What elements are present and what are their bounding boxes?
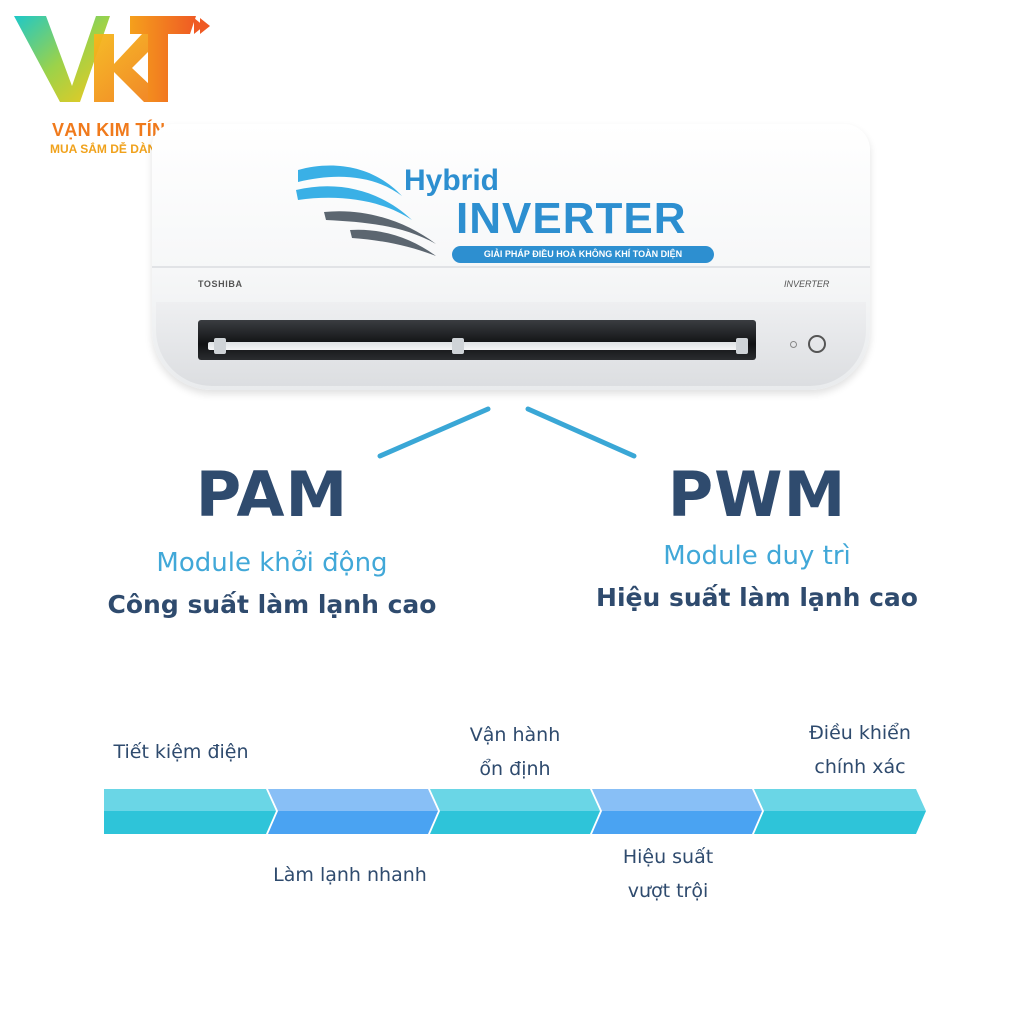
ac-indicator-icon [790,341,797,348]
feature-label-precise-control: Điều khiển chính xác [809,722,911,778]
pwm-subtitle: Module duy trì [663,541,851,571]
feature-segment-1 [104,789,276,834]
connector-line-pwm [525,406,637,459]
brand-tagline: MUA SẮM DỄ DÀNG [50,142,166,156]
inverter-label: INVERTER [456,194,687,243]
pam-subtitle: Module khởi động [156,548,388,578]
connector-line-pam [377,406,491,459]
ac-louver-clip [214,338,226,354]
feature-segment-5 [754,789,926,834]
air-conditioner-image: TOSHIBA INVERTER [152,124,872,394]
ac-louver-clip [452,338,464,354]
feature-label-energy-saving: Tiết kiệm điện [113,741,249,763]
wind-swoosh-icon [296,165,436,256]
hybrid-label: Hybrid [404,164,500,197]
ac-model-label: INVERTER [784,279,830,289]
feature-label-stable-operation: Vận hành ổn định [469,724,561,780]
ac-louver [208,342,748,350]
pam-description: Công suất làm lạnh cao [107,590,437,619]
ac-seam [152,266,870,268]
pwm-description: Hiệu suất làm lạnh cao [596,583,918,612]
feature-label-fast-cooling: Làm lạnh nhanh [273,864,427,886]
feature-segment-2 [268,789,438,834]
ac-power-icon [808,335,826,353]
feature-segment-4 [592,789,762,834]
feature-label-high-efficiency: Hiệu suất vượt trội [622,846,714,902]
ac-brand-label: TOSHIBA [198,279,243,289]
ac-air-vent [198,320,756,360]
pam-title: PAM [195,458,349,531]
pwm-title: PWM [667,458,847,531]
vkt-monogram-icon [14,16,210,102]
feature-segment-3 [430,789,600,834]
hybrid-subtitle-badge: GIẢI PHÁP ĐIỀU HOÀ KHÔNG KHÍ TOÀN DIỆN [452,246,714,263]
brand-name: VẠN KIM TÍN [52,120,166,140]
brand-logo: VẠN KIM TÍN MUA SẮM DỄ DÀNG [10,8,210,158]
ac-louver-clip [736,338,748,354]
